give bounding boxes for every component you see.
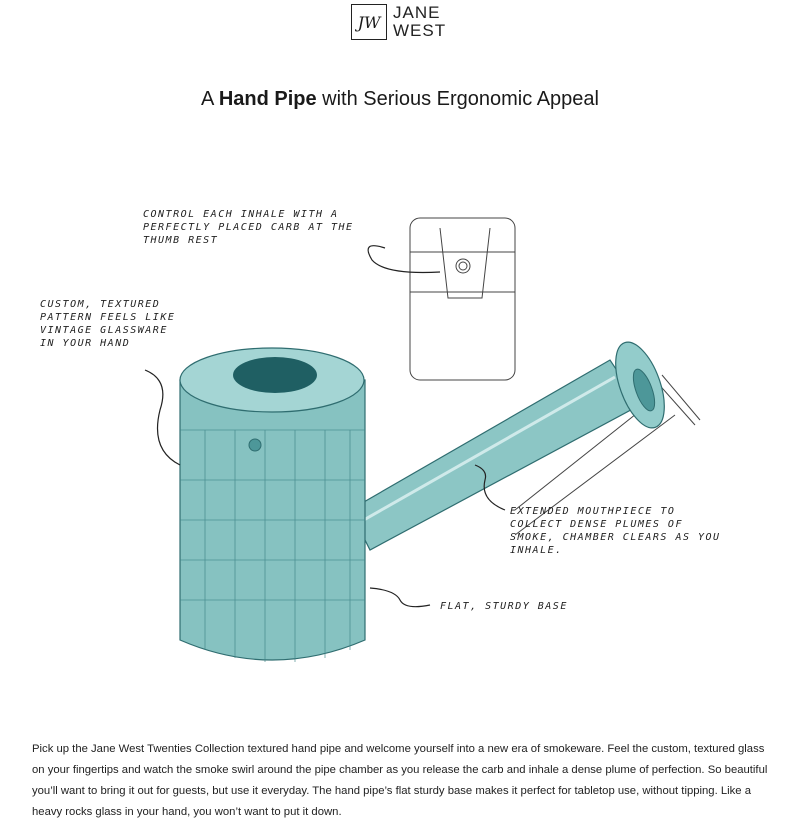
glass-pipe [179,341,665,662]
annotation-carb: Control each inhale with a perfectly pla… [143,209,354,246]
logo-monogram: JW [351,4,387,40]
title-bold: Hand Pipe [218,88,317,110]
logo-wordmark: JANE WEST [393,4,446,40]
annotation-base: Flat, sturdy base [440,601,568,612]
annotation-mouthpiece: Extended mouthpiece to collect dense plu… [510,506,721,556]
page-title: A Hand Pipe with Serious Ergonomic Appea… [0,88,800,111]
title-suffix: with Serious Ergonomic Appeal [316,88,599,110]
title-prefix: A [201,88,219,110]
logo-line-1: JANE [393,3,441,22]
annotation-leaders [144,245,506,608]
annotation-pattern: Custom, textured pattern feels like vint… [40,299,176,349]
product-description: Pick up the Jane West Twenties Collectio… [32,743,768,819]
hand-pipe-illustration [144,217,701,662]
logo-line-2: WEST [393,21,447,40]
brand-logo[interactable]: JW JANE WEST [351,4,446,40]
